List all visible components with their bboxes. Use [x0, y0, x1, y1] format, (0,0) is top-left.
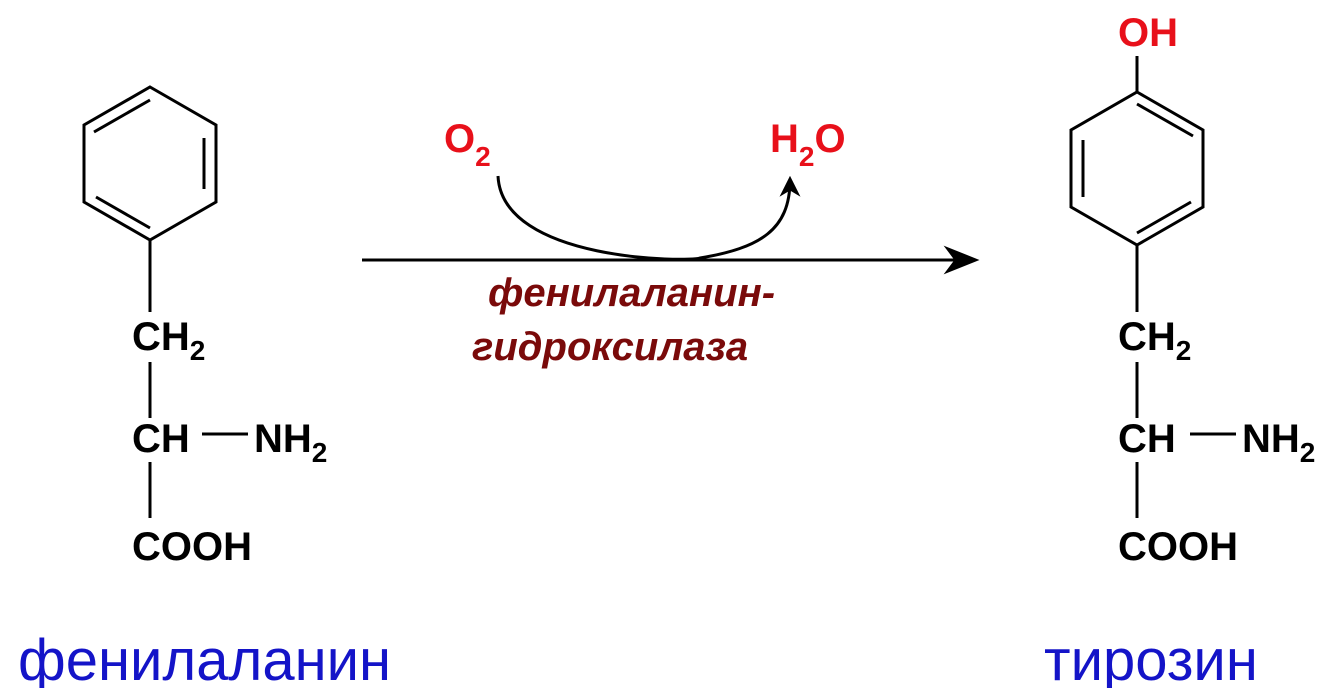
nh2-group: NH2	[1242, 417, 1315, 468]
ch-group: CH	[132, 417, 190, 461]
ch2-group: CH2	[132, 315, 205, 366]
phenol-ring	[1069, 90, 1205, 247]
water-label: H2O	[770, 117, 846, 172]
cooh-group: COOH	[1118, 525, 1238, 569]
product-name: тирозин	[1044, 628, 1258, 688]
ch-group: CH	[1118, 417, 1176, 461]
enzyme-name-line1: фенилаланин-	[488, 271, 775, 315]
reactant-name: фенилаланин	[18, 628, 391, 688]
nh2-group: NH2	[254, 417, 327, 468]
ch2-group: CH2	[1118, 315, 1191, 366]
reaction-arrow	[362, 175, 980, 275]
benzene-ring	[82, 85, 218, 242]
tyrosine-structure: OH CH2 CH NH2 COOH	[1069, 11, 1315, 569]
enzyme-name-line2: гидроксилаза	[472, 325, 748, 369]
cooh-group: COOH	[132, 525, 252, 569]
side-arrow	[496, 175, 801, 261]
phenylalanine-structure: CH2 CH NH2 COOH	[82, 85, 327, 569]
hydroxyl-group: OH	[1118, 11, 1178, 55]
oxygen-label: O2	[444, 117, 491, 172]
